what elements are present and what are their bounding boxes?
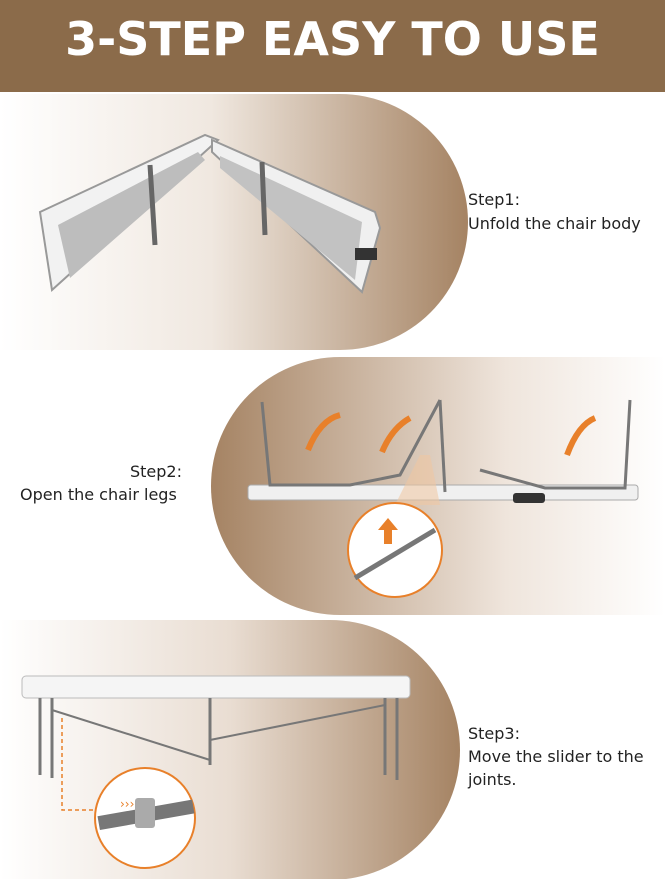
unfolded-bench-illustration: ››› (21, 675, 411, 869)
step3-title: Step3: (468, 724, 520, 743)
step1-background (0, 94, 468, 350)
header-banner: 3-STEP EASY TO USE (0, 0, 665, 92)
step3-description-line1: Move the slider to the (468, 747, 644, 766)
folded-bench-illustration (38, 133, 382, 294)
step3-background (0, 620, 460, 879)
page-title: 3-STEP EASY TO USE (65, 12, 600, 66)
step3-description-line2: joints. (468, 770, 517, 789)
svg-text:›››: ››› (120, 797, 134, 811)
step1-title: Step1: (468, 190, 520, 209)
step2-title: Step2: (130, 462, 182, 481)
detail-zoom-circle (347, 502, 443, 598)
step2-description: Open the chair legs (20, 485, 177, 504)
bench-legs-illustration (247, 399, 639, 598)
step1-description: Unfold the chair body (468, 214, 641, 233)
